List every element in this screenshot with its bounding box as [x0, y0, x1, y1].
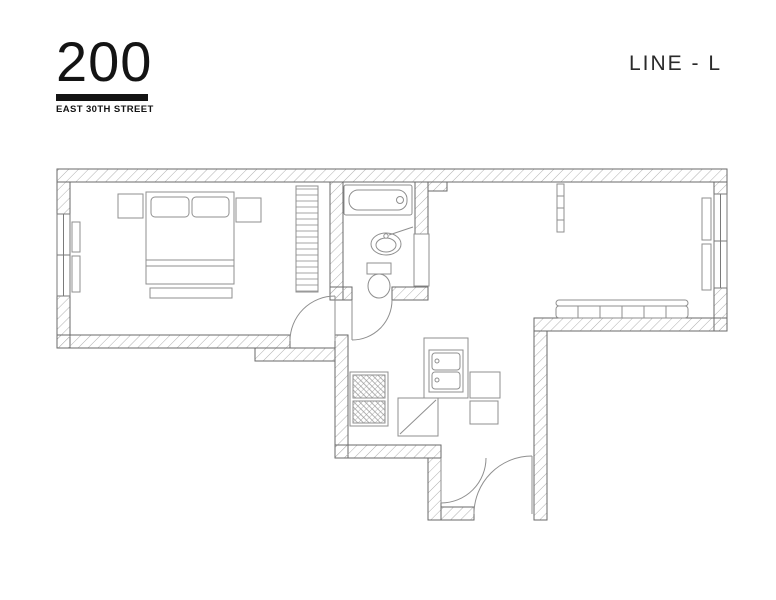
sink-supply-line: [388, 226, 414, 236]
kitchen-fixtures: [349, 337, 501, 437]
sink-bowl-upper: [431, 352, 461, 371]
entry-door: [473, 455, 533, 515]
radiator-left-lower: [71, 255, 81, 293]
toilet-bowl: [367, 273, 391, 299]
kitchen-faucet-upper: [434, 358, 440, 364]
closet-shelves: [295, 185, 319, 293]
kitchen-door: [440, 457, 487, 504]
bench: [149, 287, 233, 299]
wall-left-upper: [56, 181, 71, 215]
burner-lower: [352, 400, 386, 424]
wall-right-upper: [713, 181, 728, 195]
logo-bar: [56, 94, 148, 101]
wall-top: [56, 168, 728, 183]
refrigerator-diagonal: [399, 399, 437, 435]
bedroom-furniture: [71, 185, 319, 299]
street-name: EAST 30TH STREET: [56, 104, 154, 115]
building-logo: 200 EAST 30TH STREET: [56, 34, 154, 115]
kitchen-faucet-lower: [434, 377, 440, 383]
wall-bath-bottom-left: [329, 286, 353, 301]
windows: [56, 193, 728, 297]
wall-bath-bottom-right: [391, 286, 429, 301]
wall-vestibule-right: [533, 330, 548, 521]
bathroom-fixtures: [343, 184, 430, 299]
wall-kitchen-bottom: [334, 444, 442, 459]
wall-living-bottom: [533, 317, 728, 332]
bathroom-door: [351, 299, 393, 341]
pillow-right: [191, 196, 230, 218]
wall-bedroom-bottom: [56, 334, 291, 349]
window-left: [56, 213, 71, 297]
wall-vestibule-left: [427, 457, 442, 521]
bath-sink-basin: [375, 237, 397, 253]
nightstand-left: [117, 193, 144, 219]
radiator-right-lower: [701, 243, 712, 291]
bathtub-basin: [348, 189, 408, 211]
sink-bowl-lower: [431, 371, 461, 390]
building-number: 200: [56, 30, 153, 93]
radiator-right-upper: [701, 197, 712, 241]
nightstand-right: [235, 197, 262, 223]
wall-step: [254, 347, 336, 362]
wall-right-lower: [713, 287, 728, 332]
bedroom-door: [289, 295, 336, 342]
sofa-back: [555, 299, 689, 307]
wall-top-notch: [427, 181, 448, 192]
cabinet-upper: [469, 371, 501, 399]
line-label: LINE - L: [628, 52, 722, 75]
bath-cabinet: [413, 233, 430, 287]
pillow-left: [150, 196, 190, 218]
sink-faucet: [383, 233, 389, 239]
burner-upper: [352, 374, 386, 399]
cabinet-lower: [469, 400, 499, 425]
radiator-left-upper: [71, 221, 81, 253]
living-room-furniture: [555, 183, 712, 319]
wall-kitchen-left: [334, 334, 349, 459]
wall-vestibule-bottom: [440, 506, 475, 521]
toilet-tank: [366, 262, 392, 275]
window-right: [713, 193, 728, 289]
doors: [289, 295, 533, 515]
wall-bath-left: [329, 181, 344, 301]
tub-drain: [396, 196, 404, 204]
